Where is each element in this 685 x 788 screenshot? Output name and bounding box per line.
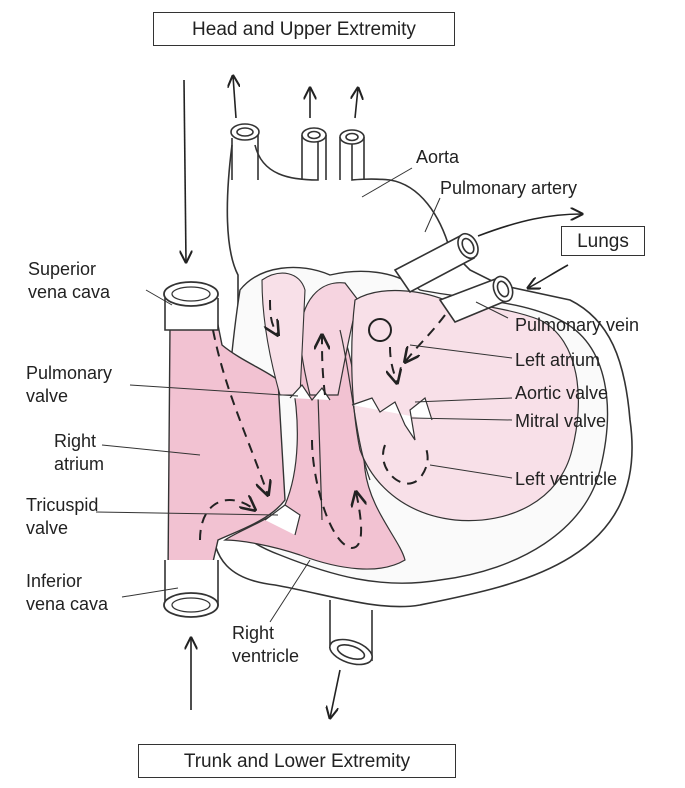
label-right-atrium: Right atrium (54, 430, 104, 476)
label-left-ventricle: Left ventricle (515, 469, 618, 489)
left-atrium-flow-circle (368, 318, 392, 342)
label-right-ventricle-line2: ventricle (232, 646, 300, 666)
label-right-atrium-line2: atrium (54, 454, 105, 474)
label-tricuspid-valve-line2: valve (26, 518, 69, 538)
aortic-branches (230, 123, 365, 180)
label-right-ventricle-line1: Right (232, 623, 275, 643)
label-left-atrium: Left atrium (515, 350, 601, 370)
label-inferior-vena-cava-line1: Inferior (26, 571, 83, 591)
label-pulmonary-artery: Pulmonary artery (440, 178, 578, 198)
label-tricuspid-valve-line1: Tricuspid (26, 495, 99, 515)
superior-vena-cava (164, 298, 219, 331)
label-aorta: Aorta (416, 147, 460, 167)
label-tricuspid-valve: Tricuspid valve (26, 494, 98, 540)
leader-lines (95, 167, 513, 623)
label-inferior-vena-cava: Inferior vena cava (26, 570, 108, 616)
label-aortic-valve: Aortic valve (515, 383, 609, 403)
pulmonary-vein-tube (438, 275, 514, 323)
label-pulmonary-valve: Pulmonary valve (26, 362, 112, 408)
label-superior-vena-cava-line2: vena cava (28, 282, 111, 302)
label-right-atrium-line1: Right (54, 431, 97, 451)
label-superior-vena-cava: Superior vena cava (28, 258, 110, 304)
label-mitral-valve: Mitral valve (515, 411, 607, 431)
head-upper-extremity-box: Head and Upper Extremity (153, 12, 455, 46)
descending-aorta (329, 600, 373, 666)
trunk-lower-extremity-box: Trunk and Lower Extremity (138, 744, 456, 778)
blood-flow-paths (199, 299, 446, 550)
pulmonary-artery-tube (393, 232, 479, 294)
flow-arrows (184, 76, 582, 718)
label-inferior-vena-cava-line2: vena cava (26, 594, 109, 614)
tricuspid-valve-shape (264, 504, 301, 536)
label-pulmonary-valve-line2: valve (26, 386, 69, 406)
label-right-ventricle: Right ventricle (232, 622, 299, 668)
label-superior-vena-cava-line1: Superior (28, 259, 97, 279)
label-pulmonary-vein: Pulmonary vein (515, 315, 640, 335)
lungs-box: Lungs (561, 226, 645, 256)
label-pulmonary-valve-line1: Pulmonary (26, 363, 113, 383)
